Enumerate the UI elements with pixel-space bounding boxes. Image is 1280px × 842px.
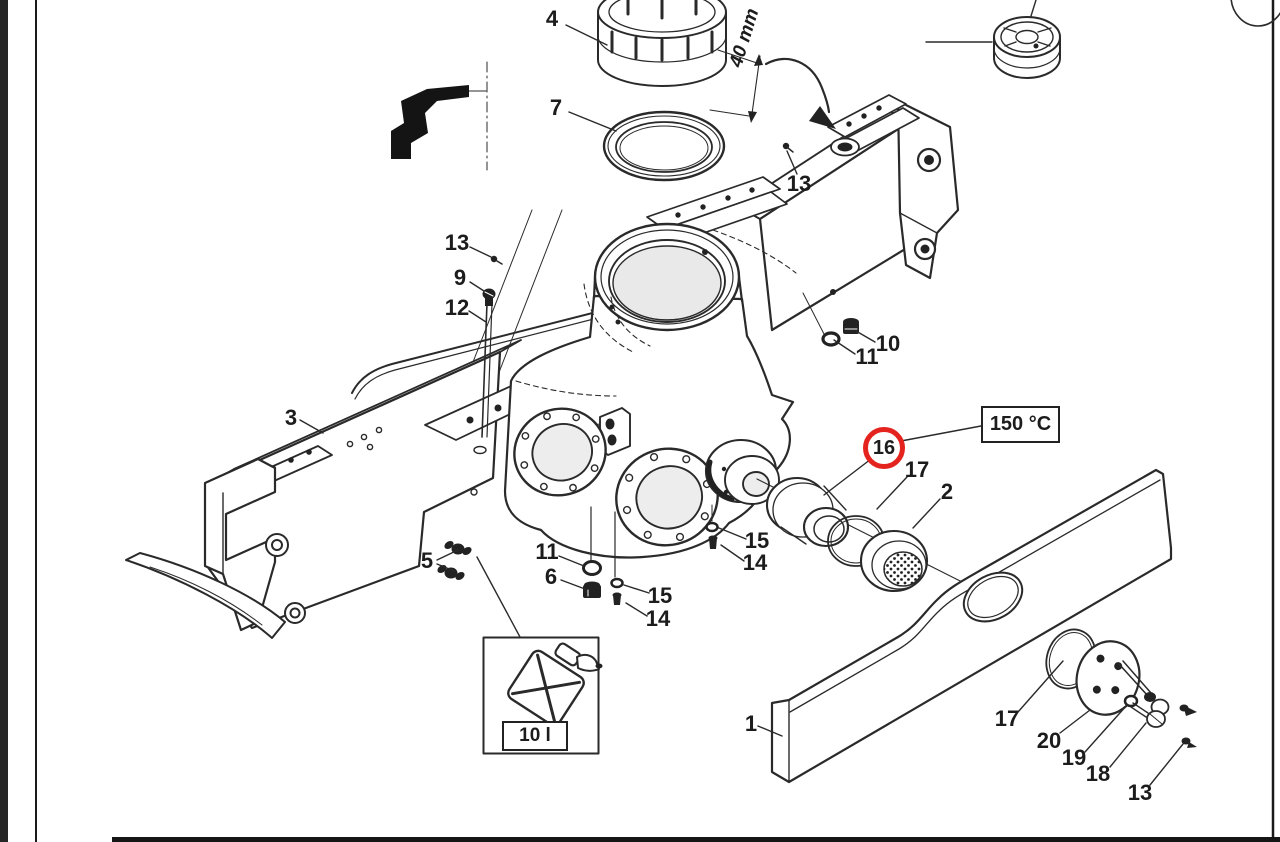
- leader-lines: [299, 24, 1184, 786]
- drain-plug-parts: [582, 504, 719, 605]
- callout-11-right: 11: [855, 344, 879, 369]
- callout-3: 3: [284, 405, 298, 430]
- callout-10: 10: [875, 331, 901, 356]
- seal-ring-part7: [602, 110, 726, 182]
- seal-16: [765, 476, 850, 548]
- callout-2: 2: [940, 479, 954, 504]
- callout-12: 12: [444, 295, 470, 320]
- callout-13-top: 13: [786, 171, 812, 196]
- through-bolt: [1118, 660, 1197, 716]
- cover-disc-20: [1075, 640, 1141, 716]
- washer-11-right: [821, 331, 841, 347]
- callout-9: 9: [453, 265, 467, 290]
- washer-11: [582, 560, 602, 576]
- cover-parts: [1045, 628, 1197, 748]
- knurled-bushing-2: [859, 529, 929, 593]
- guard-plate: [770, 468, 1173, 784]
- callout-14-center: 14: [645, 606, 671, 631]
- callout-15-center: 15: [647, 583, 673, 608]
- breather-cap: [925, 0, 1061, 79]
- callout-18: 18: [1085, 761, 1111, 786]
- callout-4: 4: [545, 6, 559, 31]
- top-bracket-a: [827, 94, 907, 138]
- callout-13-bottom: 13: [1127, 780, 1153, 805]
- breather-pipe-parts: [473, 255, 503, 455]
- bolt-14: [612, 592, 622, 605]
- lower-frame-strip: [125, 552, 286, 639]
- slotted-ring-part4: [597, 0, 727, 87]
- callout-6: 6: [544, 564, 558, 589]
- small-holes: [346, 426, 478, 496]
- central-housing: [503, 222, 797, 559]
- dimension-40mm-lines: [709, 49, 763, 123]
- bushing-holes: [265, 533, 306, 624]
- hub-parts-chain: [756, 476, 993, 598]
- callout-20: 20: [1036, 728, 1062, 753]
- washer-15: [610, 577, 624, 589]
- callout-1: 1: [744, 711, 758, 736]
- bolt-13-left: [490, 255, 498, 263]
- capacity-label-box: 10 l: [502, 721, 568, 751]
- bolt-14b: [708, 535, 718, 549]
- plate-hole: [962, 571, 1024, 623]
- handle-rod: [351, 289, 684, 394]
- callout-11-center: 11: [535, 539, 559, 564]
- callout-5: 5: [420, 548, 434, 573]
- left-flange: [513, 407, 607, 497]
- bolt-13-bottom: [1181, 737, 1197, 748]
- plug-6: [583, 581, 601, 598]
- temperature-callout-box: 150 °C: [981, 406, 1060, 443]
- bolt-18: [1130, 702, 1166, 728]
- callout-17-bottom: 17: [994, 706, 1020, 731]
- level-plug-parts: [802, 289, 859, 347]
- callout-13-left: 13: [444, 230, 470, 255]
- can-spout: [576, 653, 600, 672]
- callout-14-right: 14: [742, 550, 768, 575]
- right-boss: [704, 438, 780, 505]
- wing-bolts: [437, 540, 472, 581]
- projection-lines: [467, 61, 563, 376]
- callout-7: 7: [549, 95, 563, 120]
- plug-10: [843, 318, 859, 334]
- curved-arrow: [764, 58, 831, 114]
- callout-16-highlighted: 16: [863, 427, 905, 469]
- seal-cross-section: [391, 85, 469, 159]
- callout-19: 19: [1061, 745, 1087, 770]
- callout-17: 17: [904, 457, 930, 482]
- washer-15b: [705, 521, 719, 533]
- callout-15-right: 15: [744, 528, 770, 553]
- cutoff-callout-arc: [1230, 0, 1280, 27]
